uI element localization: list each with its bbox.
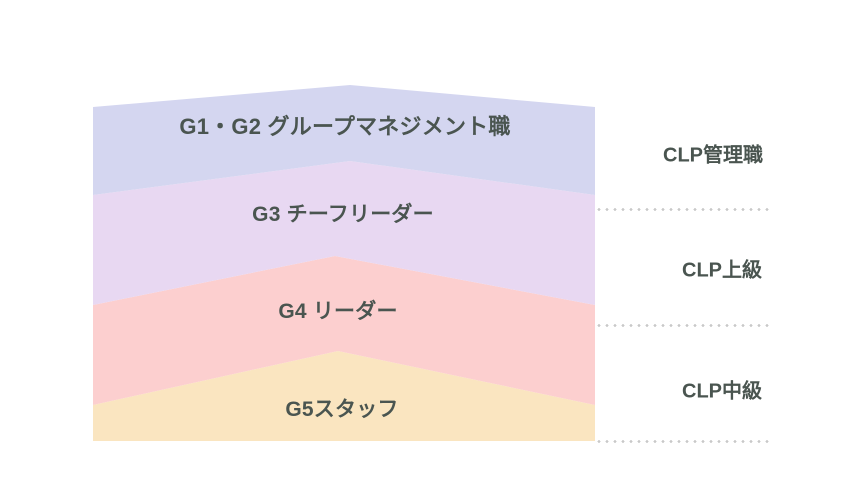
- tier-label-g4: G4 リーダー: [278, 300, 398, 323]
- category-divider-1: [595, 208, 772, 211]
- side-label-clp-kanrishoku: CLP管理職: [663, 144, 763, 167]
- tier-shape-g4: [93, 256, 595, 405]
- category-divider-2: [595, 324, 772, 327]
- side-label-clp-joukyuu: CLP上級: [682, 259, 762, 282]
- tier-label-g3: G3 チーフリーダー: [252, 203, 434, 226]
- tier-label-g1g2: G1・G2 グループマネジメント職: [179, 114, 511, 139]
- tier-label-g5: G5スタッフ: [285, 398, 399, 421]
- side-label-clp-chuukyuu: CLP中級: [682, 380, 762, 403]
- tier-shape-g5: [93, 351, 595, 441]
- category-divider-3: [595, 440, 772, 443]
- tier-shape-g3: [93, 161, 595, 305]
- tier-shape-g1g2: [93, 85, 595, 195]
